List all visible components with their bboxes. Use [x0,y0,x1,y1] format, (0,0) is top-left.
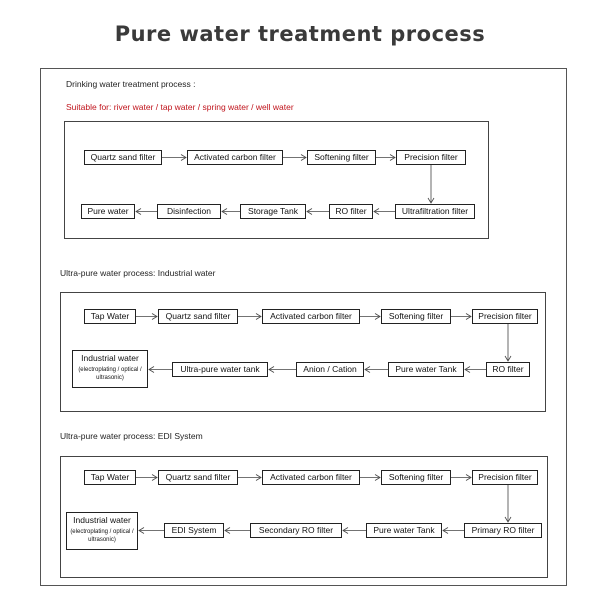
node-storage-tank: Storage Tank [240,204,306,219]
arrow [427,165,435,204]
section-heading-drinking: Drinking water treatment process : [66,79,196,89]
node-industrial-water-label: Industrial water [81,353,139,363]
node-tap-water: Tap Water [84,309,136,324]
node-industrial-water: Industrial water (electroplating / optic… [66,512,138,550]
arrow [504,485,512,523]
node-industrial-water-uses: (electroplating / optical / ultrasonic) [70,528,134,543]
arrow [442,527,464,534]
node-primary-ro-filter: Primary RO filter [464,523,542,538]
arrow [138,527,164,534]
node-quartz-sand-filter: Quartz sand filter [158,470,238,485]
arrow [136,474,158,481]
arrow [162,154,187,161]
arrow [504,324,512,362]
node-tap-water: Tap Water [84,470,136,485]
arrow [136,313,158,320]
node-precision-filter: Precision filter [472,470,538,485]
arrow [360,474,381,481]
node-pure-water-tank: Pure water Tank [366,523,442,538]
arrow [451,474,472,481]
arrow [306,208,329,215]
node-industrial-water-uses: (electroplating / optical / ultrasonic) [78,366,142,381]
arrow [376,154,396,161]
node-ultrafiltration-filter: Ultrafiltration filter [395,204,475,219]
node-precision-filter: Precision filter [396,150,466,165]
arrow [451,313,472,320]
node-quartz-sand-filter: Quartz sand filter [84,150,162,165]
node-activated-carbon-filter: Activated carbon filter [262,470,360,485]
node-industrial-water: Industrial water (electroplating / optic… [72,350,148,388]
arrow [135,208,157,215]
node-precision-filter: Precision filter [472,309,538,324]
node-pure-water: Pure water [81,204,135,219]
section-heading-edi: Ultra-pure water process: EDI System [60,431,203,441]
node-ultra-pure-water-tank: Ultra-pure water tank [172,362,268,377]
page-title: Pure water treatment process [114,22,486,46]
node-softening-filter: Softening filter [381,309,451,324]
arrow [283,154,307,161]
arrow [221,208,240,215]
node-edi-system: EDI System [164,523,224,538]
node-secondary-ro-filter: Secondary RO filter [250,523,342,538]
node-disinfection: Disinfection [157,204,221,219]
section-subtitle-drinking: Suitable for: river water / tap water / … [66,102,294,112]
arrow [238,313,262,320]
node-ro-filter: RO filter [486,362,530,377]
arrow [364,366,388,373]
arrow [342,527,366,534]
arrow [148,366,172,373]
arrow [464,366,486,373]
node-quartz-sand-filter: Quartz sand filter [158,309,238,324]
node-softening-filter: Softening filter [307,150,376,165]
node-ro-filter: RO filter [329,204,373,219]
node-anion-cation: Anion / Cation [296,362,364,377]
node-activated-carbon-filter: Activated carbon filter [187,150,283,165]
node-industrial-water-label: Industrial water [73,515,131,525]
node-softening-filter: Softening filter [381,470,451,485]
drinking-process-group [64,121,489,239]
arrow [224,527,250,534]
section-heading-industrial: Ultra-pure water process: Industrial wat… [60,268,216,278]
arrow [373,208,395,215]
node-pure-water-tank: Pure water Tank [388,362,464,377]
arrow [360,313,381,320]
process-panel [40,68,567,586]
arrow [268,366,296,373]
node-activated-carbon-filter: Activated carbon filter [262,309,360,324]
arrow [238,474,262,481]
